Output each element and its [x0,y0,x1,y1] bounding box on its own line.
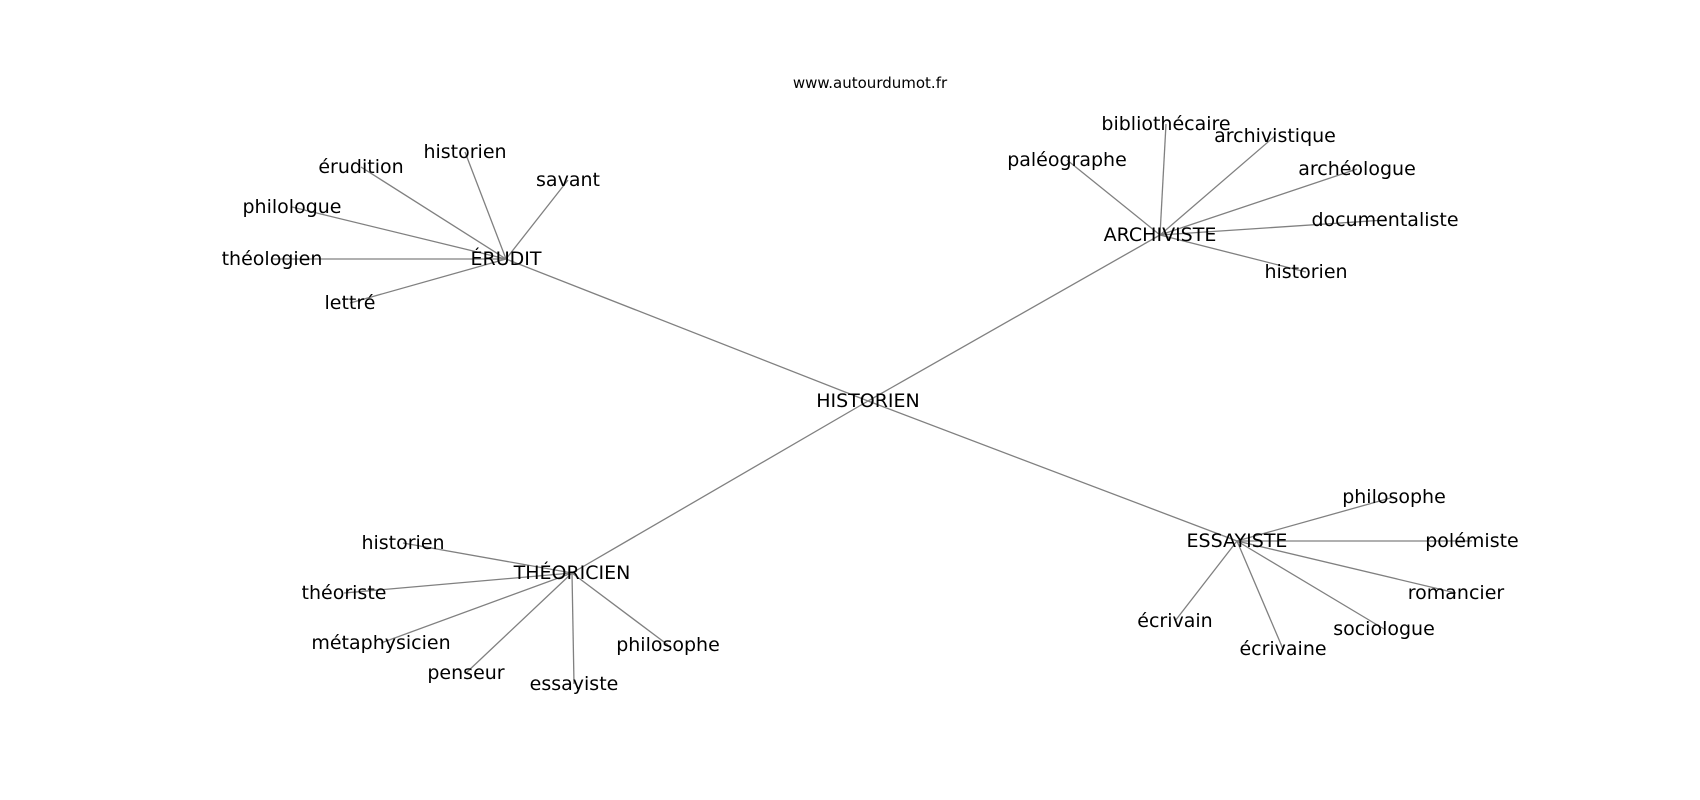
edge-essayiste-leaf [1236,540,1385,630]
leaf-word[interactable]: archéologue [1298,158,1416,180]
edge-theoricien-leaf [465,572,573,674]
edge-archiviste-leaf [1159,234,1307,273]
center-node[interactable]: HISTORIEN [816,390,920,412]
edge-erudit-leaf [349,258,507,304]
leaf-word[interactable]: sociologue [1333,618,1435,640]
edge-erudit-leaf [360,166,507,260]
leaf-word[interactable]: philosophe [1342,486,1446,508]
edge-essayiste-leaf [1174,540,1238,622]
edge-archiviste-leaf [1159,168,1358,236]
leaf-word[interactable]: métaphysicien [311,632,450,654]
edge-archiviste-leaf [1066,159,1161,236]
graph-labels: érudition historien savant philologue théolo… [222,113,1519,695]
edge-archiviste-leaf [1159,123,1167,236]
leaf-word[interactable]: documentaliste [1311,209,1458,231]
edge-center-archiviste [867,234,1161,402]
edge-erudit-leaf [291,206,507,260]
edge-archiviste-leaf [1159,135,1276,236]
leaf-word[interactable]: théologien [222,248,323,270]
edge-theoricien-leaf [380,572,573,644]
leaf-word[interactable]: archivistique [1214,125,1336,147]
cluster-node-theoricien[interactable]: THÉORICIEN [513,561,631,584]
leaf-word[interactable]: lettré [325,292,376,314]
leaf-word[interactable]: philosophe [616,634,720,656]
cluster-node-archiviste[interactable]: ARCHIVISTE [1104,224,1217,246]
leaf-word[interactable]: érudition [318,156,403,178]
edge-theoricien-leaf [343,572,573,594]
leaf-word[interactable]: penseur [427,662,504,684]
leaf-word[interactable]: historien [361,532,444,554]
site-url[interactable]: www.autourdumot.fr [793,74,948,92]
leaf-word[interactable]: romancier [1408,582,1505,604]
leaf-word[interactable]: essayiste [530,673,619,695]
leaf-word[interactable]: philologue [243,196,342,218]
leaf-word[interactable]: polémiste [1425,530,1518,552]
cluster-node-essayiste[interactable]: ESSAYISTE [1187,530,1288,552]
edge-essayiste-leaf [1236,540,1284,650]
leaf-word[interactable]: théoriste [302,582,387,604]
edge-theoricien-leaf [571,572,669,646]
edge-erudit-leaf [464,151,507,260]
edge-theoricien-leaf [402,542,573,574]
edge-center-theoricien [571,400,869,574]
leaf-word[interactable]: paléographe [1007,149,1127,171]
edge-essayiste-leaf [1236,540,1457,594]
edge-archiviste-leaf [1159,219,1386,236]
leaf-word[interactable]: historien [1264,261,1347,283]
graph-edges [272,123,1472,685]
leaf-word[interactable]: bibliothécaire [1101,113,1230,135]
cluster-node-erudit[interactable]: ÉRUDIT [471,247,542,270]
leaf-word[interactable]: écrivain [1137,610,1212,632]
leaf-word[interactable]: historien [423,141,506,163]
edge-center-erudit [505,258,869,402]
edge-theoricien-leaf [571,572,575,685]
leaf-word[interactable]: savant [536,169,600,191]
edge-erudit-leaf [505,179,569,260]
edge-essayiste-leaf [1236,496,1395,542]
leaf-word[interactable]: écrivaine [1239,638,1326,660]
edge-center-essayiste [867,400,1238,542]
